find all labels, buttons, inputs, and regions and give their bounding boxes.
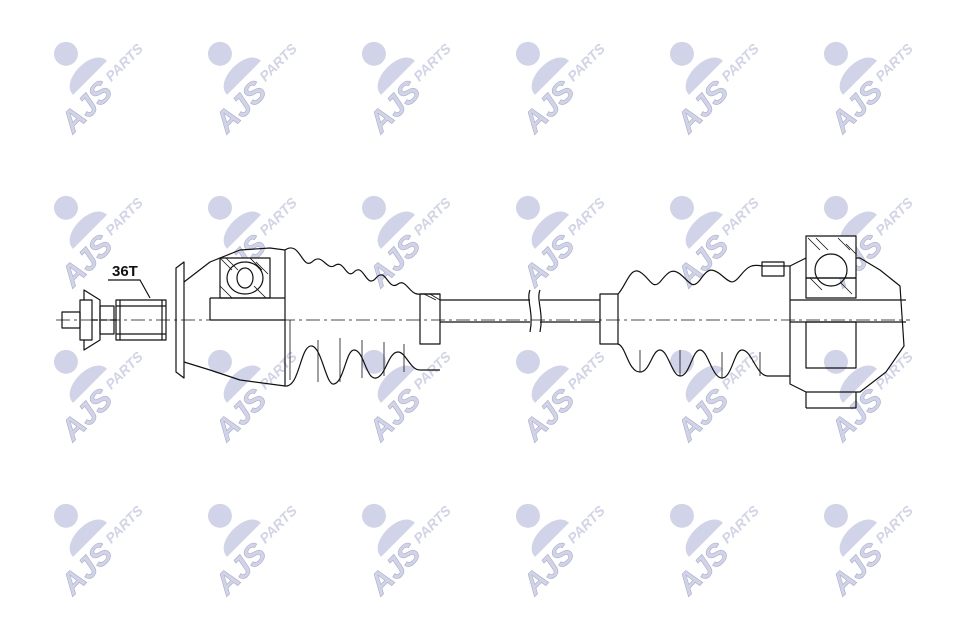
spline-label: 36T bbox=[112, 263, 138, 280]
intermediate-shaft bbox=[440, 289, 600, 333]
spline-callout: 36T bbox=[108, 263, 151, 299]
outer-boot bbox=[284, 247, 441, 387]
inner-boot bbox=[599, 261, 790, 379]
inner-cv-joint bbox=[789, 235, 906, 409]
outer-cv-joint bbox=[175, 247, 286, 387]
